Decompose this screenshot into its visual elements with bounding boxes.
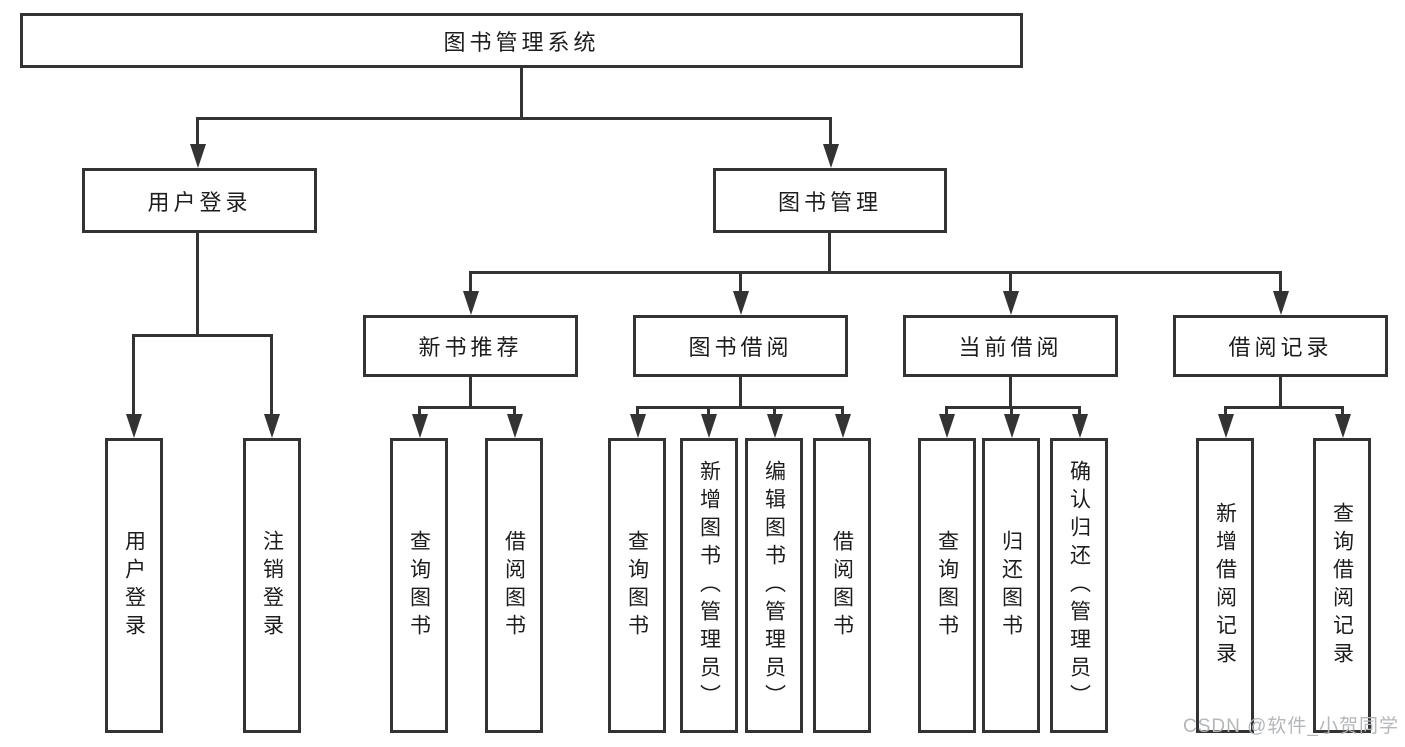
node-leaf-add-borrow-record: 新增借阅记录 bbox=[1196, 438, 1254, 733]
arrow-down-icon bbox=[506, 406, 523, 438]
node-label: 图书管理 bbox=[777, 189, 882, 215]
node-label: 借阅图书 bbox=[502, 529, 526, 642]
node-label: 归还图书 bbox=[999, 529, 1023, 642]
node-leaf-query-books: 查询图书 bbox=[608, 438, 666, 733]
arrow-down-icon bbox=[1003, 406, 1020, 438]
connector-new-book-hline bbox=[418, 406, 516, 409]
node-book-borrowing: 图书借阅 bbox=[633, 315, 848, 377]
arrow-down-icon bbox=[822, 117, 839, 168]
arrow-down-icon bbox=[1002, 271, 1019, 315]
node-leaf-borrow-books: 借阅图书 bbox=[485, 438, 543, 733]
connector-root-hline bbox=[196, 117, 832, 120]
node-leaf-query-books: 查询图书 bbox=[918, 438, 976, 733]
connector-borrow-record-hline bbox=[1224, 406, 1344, 409]
connector-current-borrow-vline bbox=[1009, 377, 1012, 409]
connector-new-book-vline bbox=[469, 377, 472, 409]
node-current-borrowing: 当前借阅 bbox=[903, 315, 1118, 377]
node-label: 新书推荐 bbox=[418, 335, 523, 360]
connector-book-borrow-hline bbox=[636, 406, 843, 409]
node-borrowing-records: 借阅记录 bbox=[1173, 315, 1388, 377]
node-label: 用户登录 bbox=[147, 189, 252, 215]
node-label: 注销登录 bbox=[260, 529, 284, 642]
node-book-management: 图书管理 bbox=[713, 168, 947, 233]
node-label: 查询图书 bbox=[625, 529, 649, 642]
node-leaf-query-borrow-record: 查询借阅记录 bbox=[1313, 438, 1371, 733]
node-label: 编辑图书（管理员） bbox=[762, 459, 786, 712]
node-label: 新增图书（管理员） bbox=[697, 459, 721, 712]
arrow-down-icon bbox=[732, 271, 749, 315]
connector-book-mgmt-hline bbox=[469, 271, 1282, 274]
node-label: 借阅记录 bbox=[1228, 335, 1333, 360]
arrow-down-icon bbox=[834, 406, 851, 438]
node-root-library-system: 图书管理系统 bbox=[20, 13, 1023, 68]
node-label: 图书借阅 bbox=[688, 335, 793, 360]
node-leaf-logout: 注销登录 bbox=[243, 438, 301, 733]
node-label: 确认归还（管理员） bbox=[1067, 459, 1091, 712]
node-leaf-borrow-books: 借阅图书 bbox=[813, 438, 871, 733]
arrow-down-icon bbox=[189, 117, 206, 168]
node-label: 当前借阅 bbox=[958, 335, 1063, 360]
node-leaf-return-books: 归还图书 bbox=[982, 438, 1040, 733]
arrow-down-icon bbox=[938, 406, 955, 438]
node-new-book-recommendation: 新书推荐 bbox=[363, 315, 578, 377]
arrow-down-icon bbox=[1334, 406, 1351, 438]
node-label: 查询图书 bbox=[935, 529, 959, 642]
node-leaf-confirm-return-admin: 确认归还（管理员） bbox=[1050, 438, 1108, 733]
connector-user-login-hline bbox=[132, 334, 273, 337]
node-label: 新增借阅记录 bbox=[1213, 501, 1237, 670]
arrow-down-icon bbox=[125, 334, 142, 438]
node-leaf-edit-books-admin: 编辑图书（管理员） bbox=[745, 438, 803, 733]
node-leaf-query-books: 查询图书 bbox=[390, 438, 448, 733]
arrow-down-icon bbox=[629, 406, 646, 438]
connector-borrow-record-vline bbox=[1279, 377, 1282, 409]
node-leaf-add-books-admin: 新增图书（管理员） bbox=[680, 438, 738, 733]
arrow-down-icon bbox=[1071, 406, 1088, 438]
node-root-label: 图书管理系统 bbox=[443, 29, 600, 55]
node-label: 用户登录 bbox=[122, 529, 146, 642]
arrow-down-icon bbox=[263, 334, 280, 438]
connector-current-borrow-hline bbox=[945, 406, 1081, 409]
arrow-down-icon bbox=[411, 406, 428, 438]
arrow-down-icon bbox=[700, 406, 717, 438]
node-label: 借阅图书 bbox=[830, 529, 854, 642]
arrow-down-icon bbox=[462, 271, 479, 315]
arrow-down-icon bbox=[1217, 406, 1234, 438]
node-user-login: 用户登录 bbox=[82, 168, 317, 233]
connector-root-vline bbox=[520, 68, 523, 120]
node-label: 查询图书 bbox=[407, 529, 431, 642]
arrow-down-icon bbox=[1272, 271, 1289, 315]
connector-book-mgmt-vline bbox=[828, 232, 831, 274]
connector-book-borrow-vline bbox=[739, 377, 742, 409]
csdn-watermark: CSDN @软件_小贺同学 bbox=[1183, 716, 1399, 737]
node-leaf-user-login: 用户登录 bbox=[105, 438, 163, 733]
arrow-down-icon bbox=[766, 406, 783, 438]
connector-user-login-vline bbox=[196, 232, 199, 336]
node-label: 查询借阅记录 bbox=[1330, 501, 1354, 670]
